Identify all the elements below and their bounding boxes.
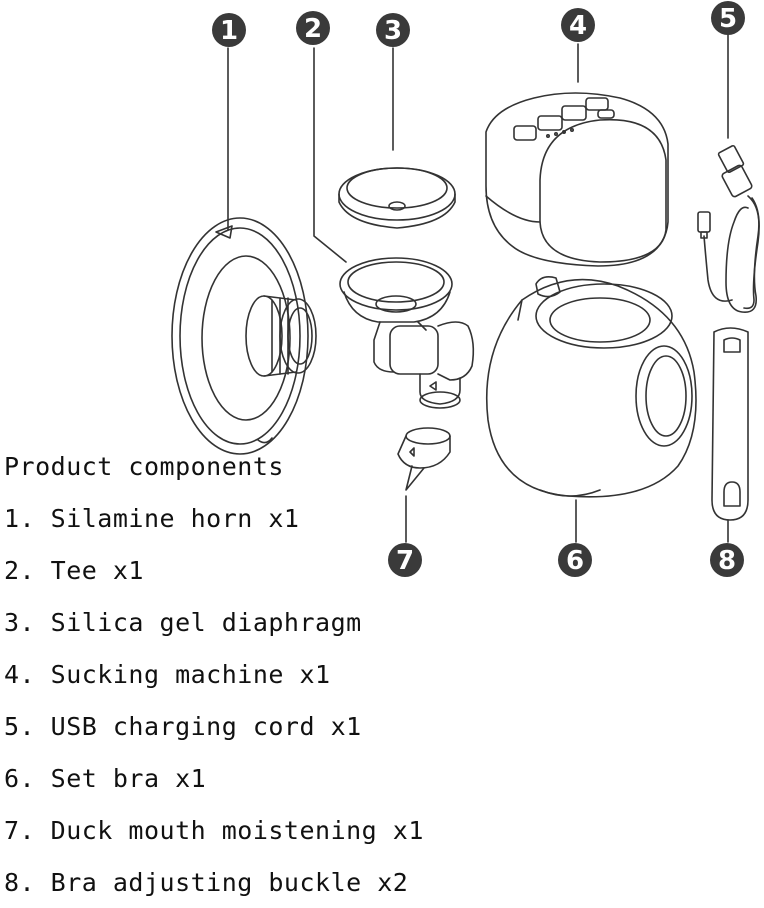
svg-text:5: 5 [719,4,737,34]
list-item: 7. Duck mouth moistening x1 [4,816,424,845]
badge-8: 8 [710,543,744,577]
list-item: 8. Bra adjusting buckle x2 [4,868,409,897]
svg-text:2: 2 [304,14,322,44]
svg-text:1: 1 [220,16,238,46]
list-item: 5. USB charging cord x1 [4,712,362,741]
part-bra-adjusting-buckle [711,327,749,521]
badge-4: 4 [561,8,595,42]
badge-6: 6 [558,543,592,577]
list-item: 2. Tee x1 [4,556,144,585]
list-item: 6. Set bra x1 [4,764,207,793]
svg-text:7: 7 [396,546,414,576]
badge-7: 7 [388,543,422,577]
components-heading: Product components [4,452,284,481]
list-item: 4. Sucking machine x1 [4,660,331,689]
part-silica-gel-diaphragm [338,167,456,229]
part-duck-mouth [397,427,451,491]
badge-2: 2 [296,11,330,45]
svg-text:4: 4 [569,11,587,41]
leader-line-2 [313,47,347,263]
part-set-bra [485,276,697,498]
badge-5: 5 [711,1,745,35]
svg-text:8: 8 [718,546,736,576]
badge-3: 3 [376,13,410,47]
svg-text:6: 6 [566,546,584,576]
badge-1: 1 [212,13,246,47]
list-item: 3. Silica gel diaphragm [4,608,362,637]
part-usb-charging-cord [697,144,760,313]
list-item: 1. Silamine horn x1 [4,504,300,533]
part-sucking-machine [485,92,669,267]
part-silamine-horn [171,217,317,455]
part-tee [339,257,475,409]
svg-text:3: 3 [384,16,402,46]
